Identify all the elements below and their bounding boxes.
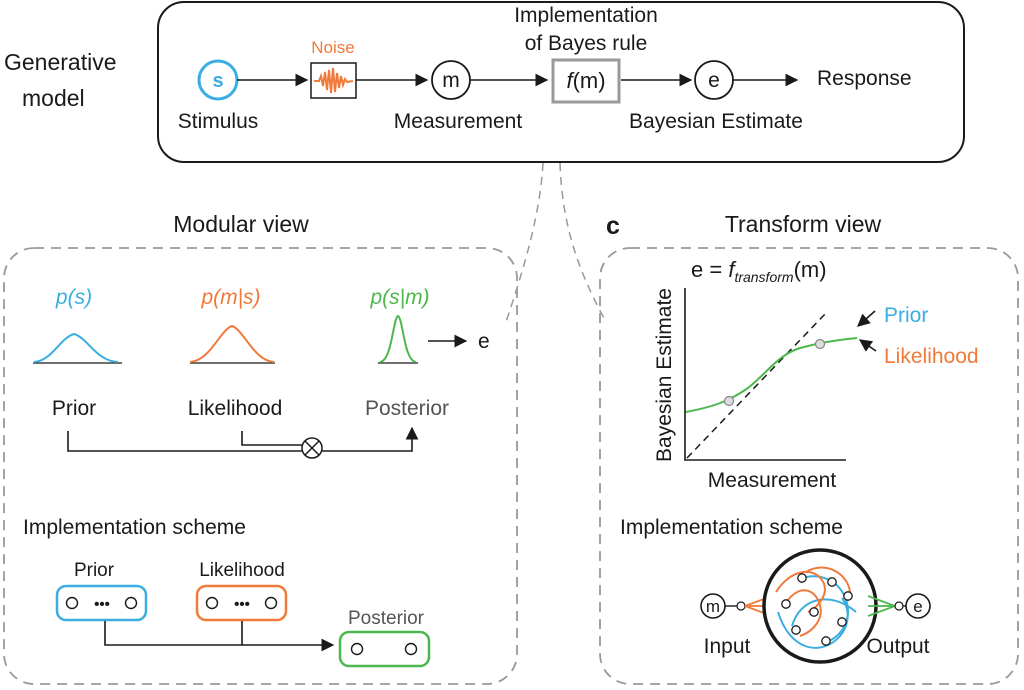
transform-xlabel: Measurement xyxy=(708,469,837,492)
equation-f: f xyxy=(728,257,737,282)
posterior-label: Posterior xyxy=(365,397,449,420)
likelihood-formula: p(m|s) xyxy=(200,286,260,309)
transform-panel-frame xyxy=(599,247,1019,685)
output-node xyxy=(905,593,931,619)
scheme-posterior-neuron-left xyxy=(350,642,364,656)
network-neuron xyxy=(781,599,791,609)
scheme-likelihood-dots: ••• xyxy=(234,596,250,613)
transform-ylabel: Bayesian Estimate xyxy=(653,288,676,462)
output-label: Output xyxy=(866,635,929,658)
generative-label-line1: Generative xyxy=(4,49,117,75)
scheme-prior-dots: ••• xyxy=(94,596,110,613)
transform-curve xyxy=(685,337,858,413)
prior-curve xyxy=(33,332,119,363)
prior-pointer-arrow xyxy=(857,310,876,327)
scheme-posterior-label: Posterior xyxy=(348,608,425,629)
network-neuron xyxy=(837,617,847,627)
prior-label: Prior xyxy=(52,397,96,420)
response-label: Response xyxy=(817,67,912,90)
panel-letter-c: c xyxy=(606,212,620,240)
network-neuron xyxy=(827,577,837,587)
equation-subscript: transform xyxy=(734,269,793,285)
likelihood-label: Likelihood xyxy=(188,397,283,420)
scheme-likelihood-neuron-right xyxy=(264,596,278,610)
stimulus-label: Stimulus xyxy=(178,110,259,133)
modular-estimate-symbol: e xyxy=(478,330,490,353)
measurement-symbol: m xyxy=(442,69,460,92)
bayes-function-text: f(m) xyxy=(566,68,605,93)
transform-title: Transform view xyxy=(725,211,882,237)
noise-waveform xyxy=(314,67,354,94)
noise-label: Noise xyxy=(311,38,354,57)
modular-title: Modular view xyxy=(173,211,309,237)
scheme-likelihood-box xyxy=(195,584,288,622)
lower-intersection-point xyxy=(723,395,735,407)
transform-equation: e = ftransform(m) xyxy=(691,257,827,285)
scheme-posterior-box xyxy=(338,630,431,668)
multiply-cross xyxy=(304,440,320,456)
orange-connections xyxy=(775,566,851,637)
bayes-function-arg: (m) xyxy=(573,68,606,93)
upper-intersection-point xyxy=(814,338,826,350)
scheme-posterior-neuron-right xyxy=(404,642,418,656)
scheme-likelihood-neuron-left xyxy=(205,596,219,610)
identity-line xyxy=(686,312,827,459)
input-junction xyxy=(736,601,746,611)
bayes-title-line2: of Bayes rule xyxy=(525,32,648,55)
prior-wire xyxy=(67,431,302,452)
scheme-prior-label: Prior xyxy=(74,560,115,581)
network-neuron xyxy=(821,636,831,646)
measurement-label: Measurement xyxy=(394,110,523,133)
scheme-prior-wire xyxy=(104,621,335,652)
network-neuron xyxy=(797,573,807,583)
stimulus-symbol: s xyxy=(212,70,223,92)
generative-model-frame xyxy=(157,1,965,163)
input-symbol: m xyxy=(706,597,720,616)
scheme-prior-neuron-right xyxy=(124,596,138,610)
scheme-prior-box xyxy=(55,584,148,622)
output-symbol: e xyxy=(913,597,922,616)
scheme-prior-neuron-left xyxy=(65,596,79,610)
network-neuron xyxy=(791,625,801,635)
bayes-function-box xyxy=(551,58,621,104)
likelihood-curve xyxy=(189,324,275,363)
network-neuron xyxy=(809,607,819,617)
multiply-to-posterior-arrow xyxy=(322,426,419,452)
likelihood-wire xyxy=(241,431,302,446)
input-label: Input xyxy=(704,635,751,658)
equation-lhs: e = xyxy=(691,257,728,282)
transform-scheme-title: Implementation scheme xyxy=(620,516,843,539)
bayes-function-f: f xyxy=(566,68,575,93)
transform-axes xyxy=(684,288,846,461)
transform-prior-label: Prior xyxy=(884,304,928,327)
modular-scheme-title: Implementation scheme xyxy=(23,516,246,539)
connector-to-modular xyxy=(504,162,544,326)
bayes-title-line1: Implementation xyxy=(514,4,658,27)
connector-to-transform xyxy=(559,162,606,321)
likelihood-pointer-arrow xyxy=(858,339,877,352)
posterior-formula: p(s|m) xyxy=(369,286,429,309)
posterior-curve xyxy=(379,314,417,363)
output-fan-lines xyxy=(867,595,896,617)
estimate-symbol: e xyxy=(708,69,720,92)
network-neuron xyxy=(843,591,853,601)
modular-panel-frame xyxy=(3,247,518,685)
equation-arg: (m) xyxy=(794,257,827,282)
generative-label-line2: model xyxy=(22,85,85,111)
output-junction xyxy=(894,601,904,611)
estimate-label: Bayesian Estimate xyxy=(629,110,803,133)
scheme-likelihood-label: Likelihood xyxy=(199,560,285,581)
prior-formula: p(s) xyxy=(55,286,92,309)
transform-likelihood-label: Likelihood xyxy=(884,345,979,368)
